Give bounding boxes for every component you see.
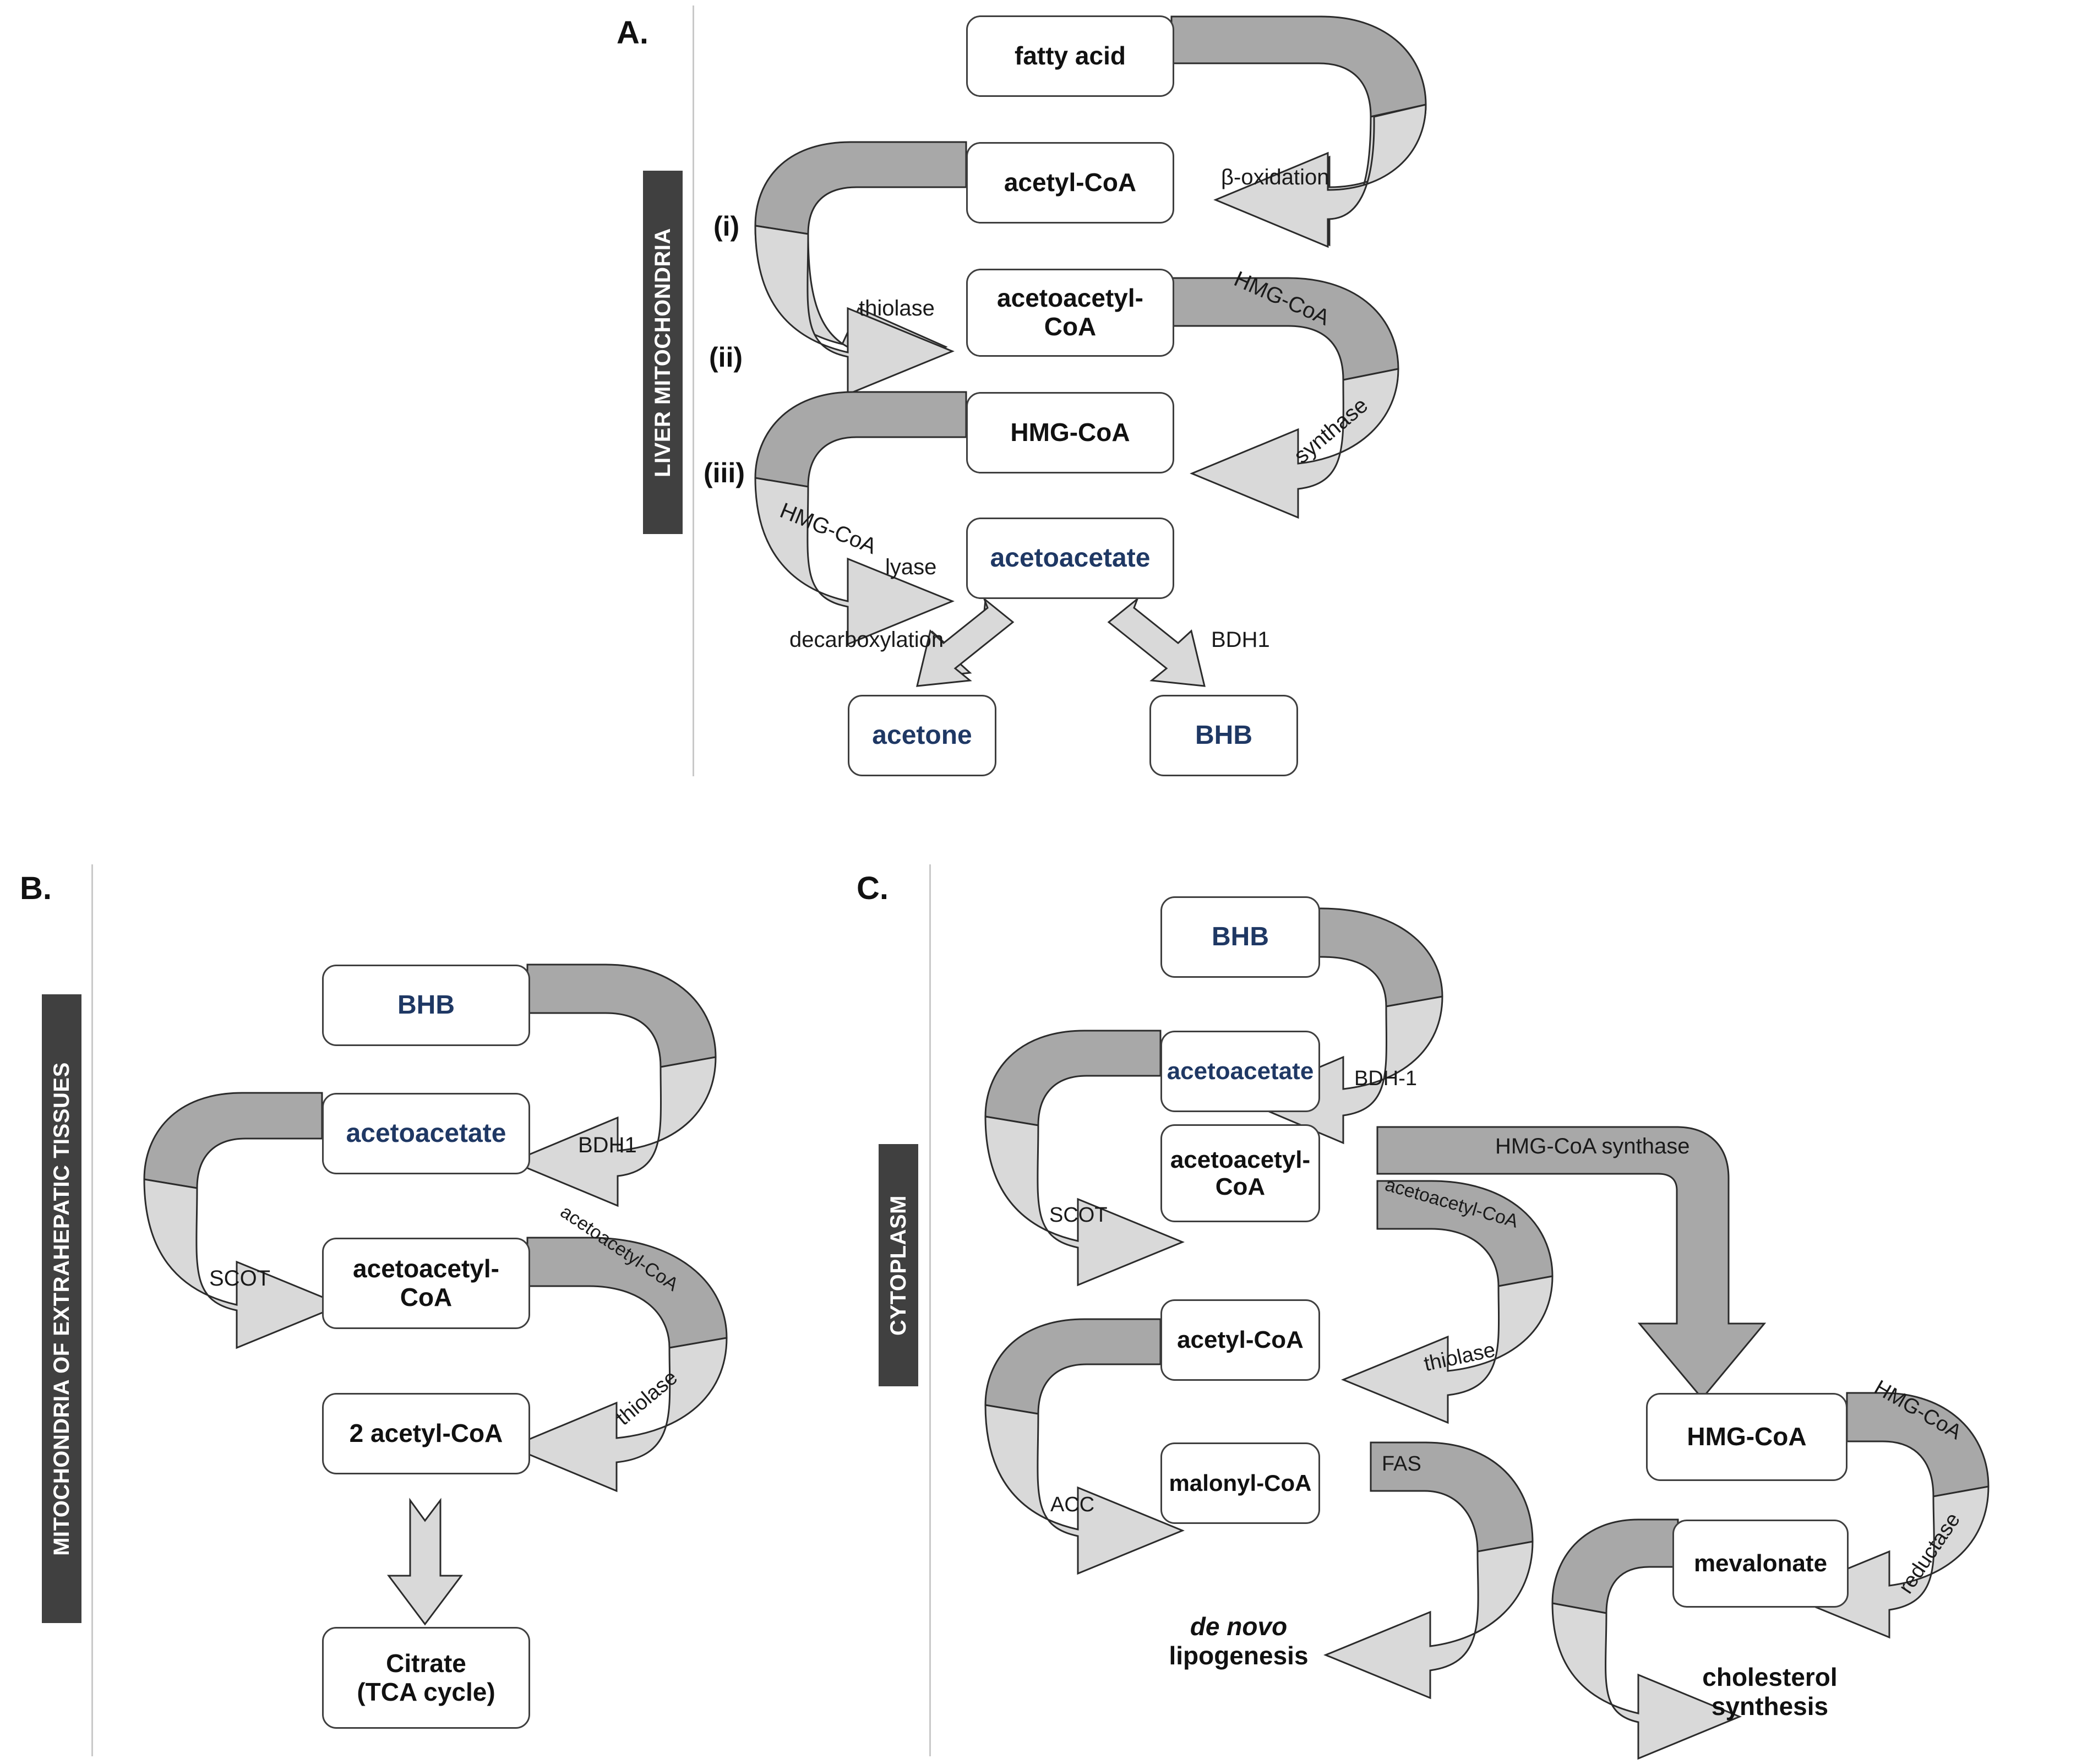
panel-b-letter: B. [20, 870, 52, 906]
ribbon-acetoacetyl-coa-c: acetoacetyl-CoA [1382, 1174, 1521, 1232]
arrow-thiolase-c [1341, 1180, 1554, 1424]
arrow-scot-b [143, 1092, 344, 1349]
enzyme-hmg-coa-synthase-c: HMG-CoA synthase [1495, 1134, 1690, 1158]
arrow-beta-oxidation [1170, 15, 1427, 248]
enzyme-acc-c: ACC [1050, 1493, 1095, 1516]
node-acetone-a[interactable]: acetone [848, 695, 996, 776]
node-fatty-acid[interactable]: fatty acid [966, 15, 1174, 97]
output-cholesterol-line2: synthesis [1711, 1691, 1829, 1721]
node-acetoacetyl-coa-a-line2: CoA [1044, 312, 1097, 341]
enzyme-thiolase-b: thiolase [612, 1365, 682, 1430]
ribbon-hmg-coa-a: HMG-CoA [1230, 266, 1333, 330]
enzyme-hmg-coa-lyase-a2: lyase [885, 555, 937, 579]
node-acetyl-coa-a[interactable]: acetyl-CoA [966, 142, 1174, 224]
ribbon-acetoacetyl-coa-b: acetoacetyl-CoA [556, 1201, 683, 1295]
node-acetoacetyl-coa-a[interactable]: acetoacetyl- CoA [966, 269, 1174, 357]
arrow-to-citrate [387, 1498, 463, 1626]
output-cholesterol-line1: cholesterol [1702, 1663, 1838, 1691]
node-hmg-coa-a[interactable]: HMG-CoA [966, 392, 1174, 473]
enzyme-bdh1-a: BDH1 [1211, 628, 1270, 652]
node-mevalonate-c[interactable]: mevalonate [1672, 1520, 1849, 1608]
node-acetyl-coa-c[interactable]: acetyl-CoA [1160, 1299, 1320, 1381]
enzyme-synthase-a: synthase [1289, 393, 1373, 469]
panel-c-divider [929, 864, 931, 1756]
panel-b-compartment-label: MITOCHONDRIA OF EXTRAHEPATIC TISSUES [49, 1061, 74, 1556]
enzyme-scot-c: SCOT [1049, 1204, 1108, 1227]
arrow-acc-c [984, 1318, 1185, 1575]
panel-b-divider [91, 864, 93, 1756]
node-hmg-coa-c[interactable]: HMG-CoA [1646, 1393, 1847, 1481]
panel-c-compartment-bar: CYTOPLASM [879, 1144, 918, 1386]
panel-b-compartment-bar: MITOCHONDRIA OF EXTRAHEPATIC TISSUES [42, 994, 81, 1623]
output-cholesterol-synthesis: cholesterol synthesis [1679, 1663, 1861, 1721]
output-de-novo-line1: de novo [1190, 1612, 1288, 1641]
node-citrate-line2: (TCA cycle) [357, 1677, 495, 1706]
node-acetoacetyl-coa-c-line1: acetoacetyl- [1170, 1146, 1311, 1173]
arrow-hmgcoa-synthase-a [1170, 277, 1399, 519]
arrow-bdh1-a [1107, 596, 1206, 687]
node-bhb-c[interactable]: BHB [1160, 896, 1320, 978]
panel-a-letter: A. [617, 15, 648, 51]
node-acetoacetate-b[interactable]: acetoacetate [322, 1093, 530, 1174]
arrow-thiolase-a [754, 141, 967, 396]
arrow-bdh1-b [510, 963, 717, 1207]
enzyme-beta-oxidation: β-oxidation [1221, 165, 1329, 189]
node-acetoacetyl-coa-c[interactable]: acetoacetyl- CoA [1160, 1124, 1320, 1222]
enzyme-reductase-c: reductase [1894, 1509, 1965, 1598]
node-acetoacetyl-coa-b-line1: acetoacetyl- [353, 1254, 499, 1283]
node-acetoacetate-a[interactable]: acetoacetate [966, 518, 1174, 599]
panel-a-step-ii: (ii) [709, 342, 743, 373]
node-acetoacetyl-coa-c-line2: CoA [1215, 1173, 1266, 1200]
panel-a-compartment-bar: LIVER MITOCHONDRIA [643, 171, 683, 534]
enzyme-bdh1-b: BDH1 [578, 1133, 637, 1157]
node-acetoacetate-c[interactable]: acetoacetate [1160, 1031, 1320, 1112]
enzyme-hmg-coa-lyase-a1: HMG-CoA [776, 498, 880, 559]
panel-c-letter: C. [857, 870, 889, 906]
panel-a-step-i: (i) [713, 211, 740, 242]
node-acetoacetyl-coa-b-line2: CoA [400, 1283, 453, 1311]
output-de-novo-lipogenesis: de novo lipogenesis [1156, 1612, 1321, 1670]
enzyme-fas-c: FAS [1382, 1452, 1421, 1476]
node-citrate-line1: Citrate [386, 1648, 466, 1678]
node-2-acetyl-coa-b[interactable]: 2 acetyl-CoA [322, 1393, 530, 1474]
arrow-fas-c [1323, 1441, 1534, 1700]
node-citrate-b[interactable]: Citrate (TCA cycle) [322, 1627, 530, 1729]
node-acetoacetyl-coa-b[interactable]: acetoacetyl- CoA [322, 1238, 530, 1329]
panel-a-divider [693, 6, 694, 776]
ribbon-hmg-coa-c: HMG-CoA [1870, 1376, 1966, 1445]
enzyme-decarboxylation: decarboxylation [789, 628, 944, 652]
node-bhb-b[interactable]: BHB [322, 965, 530, 1046]
arrow-scot-c [984, 1030, 1185, 1287]
node-malonyl-coa-c[interactable]: malonyl-CoA [1160, 1442, 1320, 1524]
enzyme-thiolase-c: thiolase [1421, 1338, 1497, 1376]
enzyme-scot-b: SCOT [209, 1266, 271, 1291]
panel-a-compartment-label: LIVER MITOCHONDRIA [650, 227, 675, 477]
node-bhb-a[interactable]: BHB [1149, 695, 1298, 776]
arrow-thiolase-b [509, 1237, 728, 1493]
enzyme-bdh1-c: BDH-1 [1354, 1067, 1418, 1090]
output-de-novo-line2: lipogenesis [1169, 1641, 1309, 1670]
node-acetoacetyl-coa-a-line1: acetoacetyl- [997, 284, 1143, 313]
panel-a-step-iii: (iii) [704, 458, 745, 488]
panel-c-compartment-label: CYTOPLASM [886, 1195, 911, 1336]
enzyme-thiolase-a: thiolase [859, 296, 935, 320]
